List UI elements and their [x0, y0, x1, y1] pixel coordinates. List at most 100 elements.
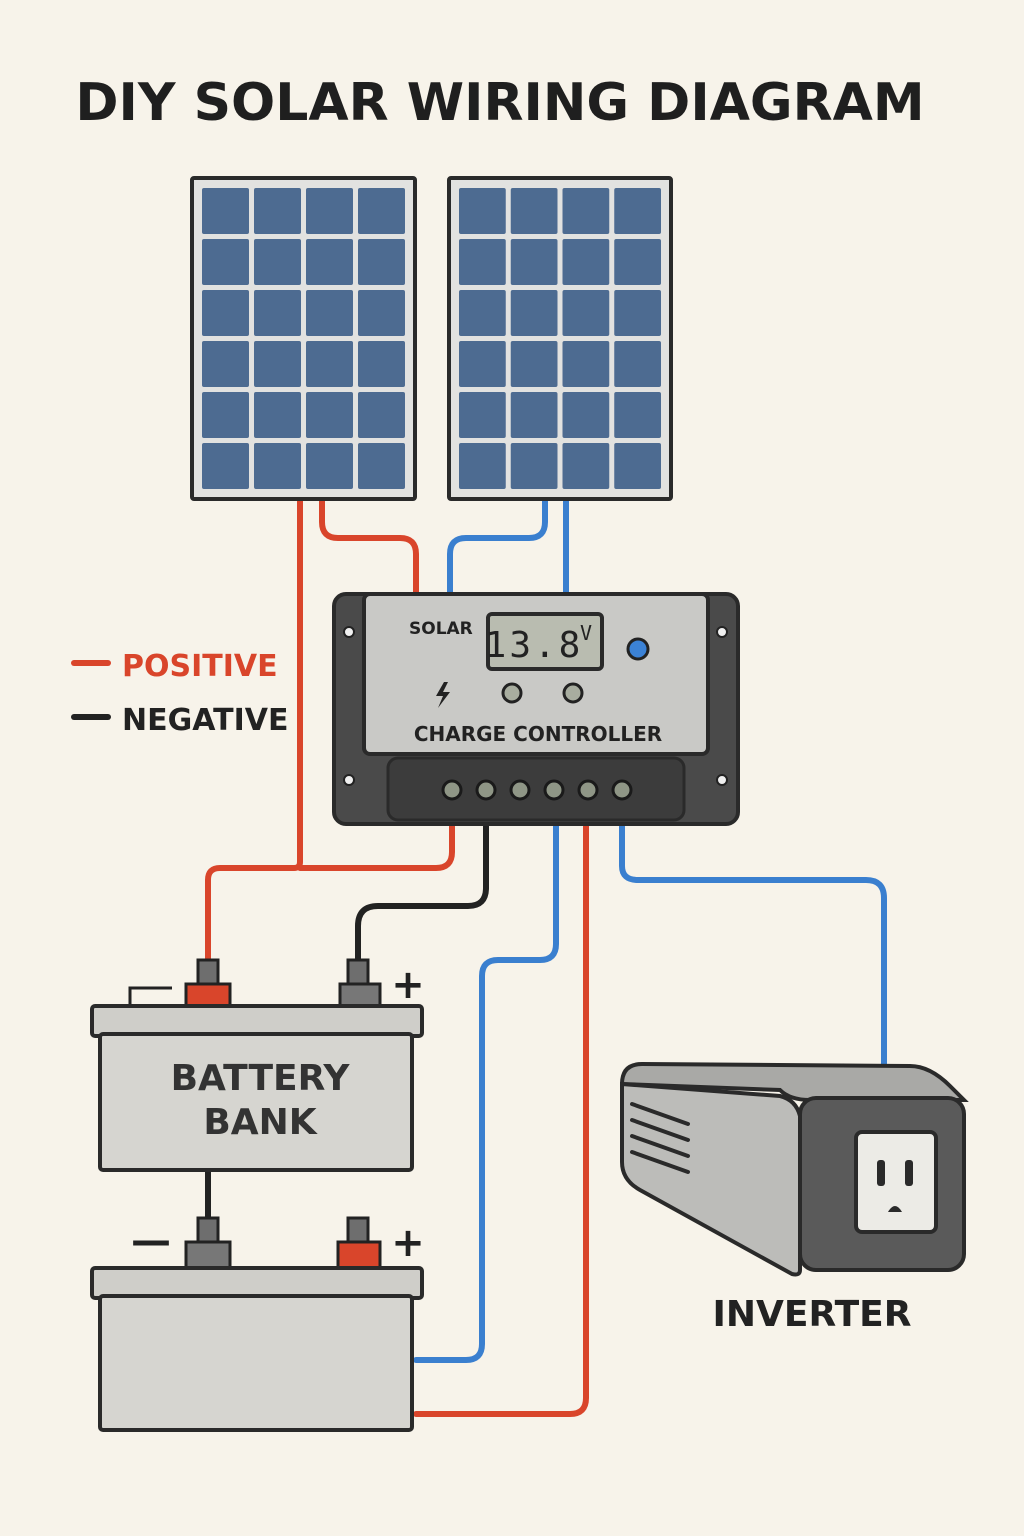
mount-hole-icon — [343, 626, 355, 638]
controller-button-2[interactable] — [562, 682, 584, 704]
terminal-block — [386, 756, 686, 822]
controller-terminals — [441, 779, 633, 801]
solar-cell — [459, 290, 506, 336]
battery-label-line1: BATTERY — [171, 1058, 351, 1099]
solar-cell — [459, 443, 506, 489]
solar-cell — [306, 239, 353, 285]
controller-button-1[interactable] — [501, 682, 523, 704]
solar-cell — [358, 341, 405, 387]
solar-cell — [614, 290, 661, 336]
solar-cell — [614, 239, 661, 285]
inverter-top — [619, 1061, 969, 1102]
battery-upper-lid — [90, 1004, 424, 1038]
solar-cell — [614, 443, 661, 489]
solar-cell — [614, 341, 661, 387]
outlet-ground-icon — [888, 1206, 902, 1212]
solar-cell — [306, 188, 353, 234]
solar-cell — [562, 392, 610, 438]
battery-lower-terminal-positive — [336, 1240, 382, 1270]
solar-cell — [358, 392, 405, 438]
solar-cell — [562, 188, 610, 234]
battery-label-line2: BANK — [203, 1102, 317, 1143]
solar-cell — [358, 443, 405, 489]
legend: POSITIVE NEGATIVE — [71, 649, 288, 738]
solar-cell — [459, 239, 506, 285]
solar-cell — [562, 290, 610, 336]
battery-lower: — + — [90, 1216, 425, 1432]
wire-controller-battery-negative — [355, 821, 489, 965]
legend-positive-label: POSITIVE — [122, 649, 278, 684]
solar-cell — [306, 290, 353, 336]
mount-hole-icon — [716, 626, 728, 638]
solar-cell — [459, 392, 506, 438]
controller-name-label: CHARGE CONTROLLER — [414, 722, 662, 746]
mount-hole-icon — [343, 774, 355, 786]
terminal-screw-icon — [441, 779, 463, 801]
solar-cell — [306, 392, 353, 438]
inverter-side — [620, 1081, 802, 1277]
status-led-icon — [626, 637, 650, 661]
battery-lower-body — [98, 1294, 414, 1432]
wire-controller-battery-positive — [297, 821, 455, 871]
inverter-label: INVERTER — [713, 1294, 912, 1335]
controller-brand-label: SOLAR — [409, 619, 473, 639]
battery-upper-neg-mark — [128, 986, 172, 1008]
wire-panel-right-to-controller-a — [447, 497, 548, 595]
panel-cells — [459, 188, 661, 489]
solar-cell — [358, 239, 405, 285]
terminal-screw-icon — [475, 779, 497, 801]
solar-cell — [459, 341, 506, 387]
panel-cells — [202, 188, 405, 489]
solar-cell — [510, 341, 558, 387]
wire-controller-lower-battery-red — [413, 821, 589, 1417]
outlet-slot-icon — [877, 1160, 885, 1186]
wire-controller-inverter — [619, 821, 887, 1075]
solar-cell — [510, 443, 558, 489]
solar-cell — [254, 392, 301, 438]
solar-cell — [562, 443, 610, 489]
battery-lower-lid — [90, 1266, 424, 1300]
terminal-screw-icon — [577, 779, 599, 801]
solar-cell — [254, 188, 301, 234]
solar-cell — [614, 188, 661, 234]
solar-cell — [358, 290, 405, 336]
solar-cell — [254, 443, 301, 489]
legend-negative-label: NEGATIVE — [122, 703, 288, 738]
terminal-screw-icon — [611, 779, 633, 801]
solar-panel-left — [190, 176, 417, 501]
controller-lcd — [486, 612, 604, 671]
battery-lower-positive-symbol: + — [391, 1220, 425, 1266]
terminal-screw-icon — [509, 779, 531, 801]
solar-cell — [510, 239, 558, 285]
lightning-icon — [436, 682, 450, 708]
solar-cell — [614, 392, 661, 438]
solar-cell — [202, 188, 249, 234]
battery-lower-negative-symbol: — — [131, 1218, 171, 1264]
inverter: INVERTER — [619, 1061, 969, 1335]
solar-cell — [202, 290, 249, 336]
lcd-voltage-value: 13.8 — [485, 625, 584, 666]
solar-cell — [254, 341, 301, 387]
wire-controller-lower-battery-blue — [413, 821, 559, 1363]
solar-panel-right — [447, 176, 673, 501]
solar-cell — [254, 290, 301, 336]
wire-panel-left-positive — [205, 497, 303, 965]
solar-cell — [562, 341, 610, 387]
mount-hole-icon — [716, 774, 728, 786]
outlet-slot-icon — [905, 1160, 913, 1186]
solar-cell — [202, 341, 249, 387]
controller-face — [362, 592, 710, 756]
terminal-screw-icon — [543, 779, 565, 801]
solar-cell — [459, 188, 506, 234]
charge-controller: SOLAR 13.8 V CHARGE CONTROLLER — [332, 592, 740, 826]
solar-cell — [254, 239, 301, 285]
wires — [205, 497, 887, 1417]
solar-cell — [306, 443, 353, 489]
solar-cell — [510, 290, 558, 336]
solar-cell — [202, 443, 249, 489]
battery-upper-positive-symbol: + — [391, 962, 425, 1008]
vent-icon — [630, 1102, 690, 1174]
diagram-title: DIY SOLAR WIRING DIAGRAM — [75, 73, 924, 133]
